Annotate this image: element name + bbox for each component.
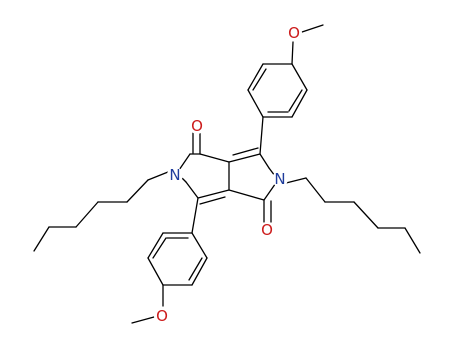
lower-aryl-bonds: [131, 197, 208, 324]
core-bonds: [176, 132, 279, 223]
left-hexyl-bonds: [33, 171, 169, 252]
atom-o-carbonyl-top: O: [189, 117, 205, 135]
atom-label: O: [156, 307, 168, 325]
atom-o-methoxy-bottom: O: [154, 307, 170, 325]
atom-label: O: [191, 117, 203, 135]
atom-o-methoxy-top: O: [286, 24, 302, 42]
right-hexyl-bonds: [285, 177, 421, 254]
upper-aryl-bonds: [247, 24, 324, 155]
atom-label: N: [169, 166, 180, 184]
atom-n-left: N: [167, 166, 183, 184]
atom-label: O: [261, 221, 273, 239]
atom-n-right: N: [272, 170, 288, 188]
atom-label: O: [288, 24, 300, 42]
atom-o-carbonyl-bottom: O: [259, 221, 275, 239]
atom-label: N: [274, 170, 285, 188]
